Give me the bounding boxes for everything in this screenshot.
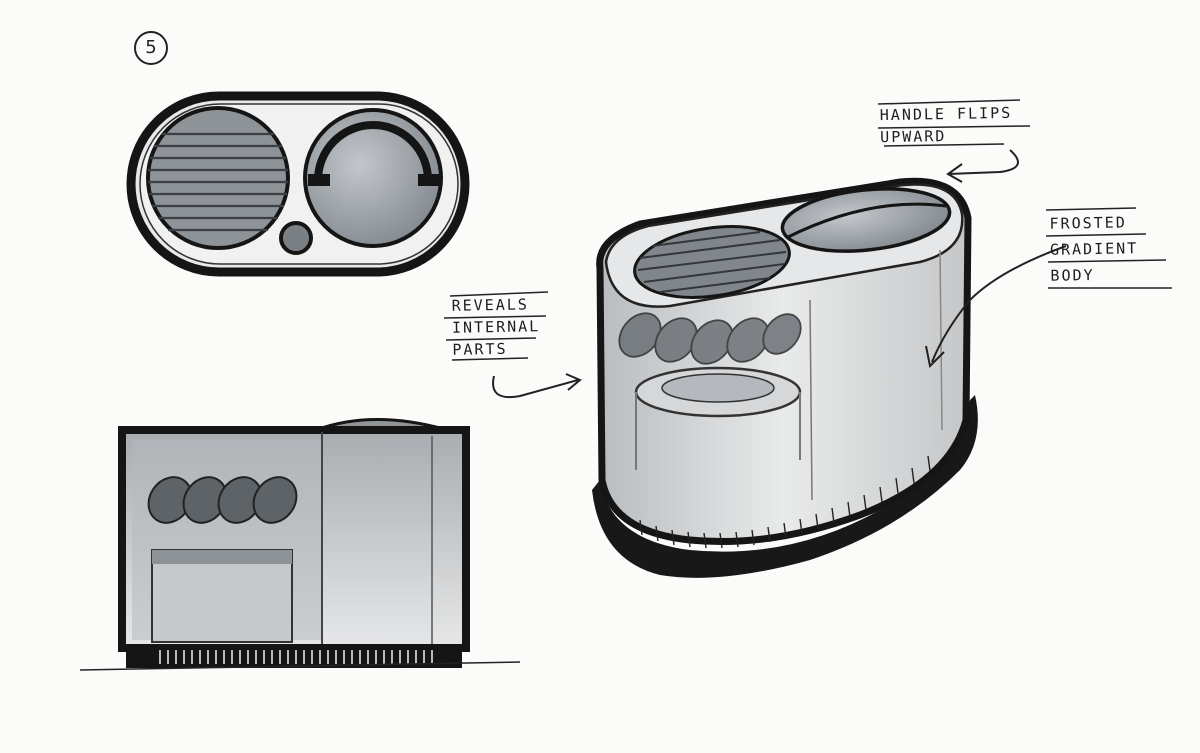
annotation-handle-line2: UPWARD xyxy=(880,126,947,147)
front-view-coil xyxy=(147,476,298,524)
perspective-coil xyxy=(618,312,802,365)
top-view-handle xyxy=(314,121,432,181)
grille-lines xyxy=(148,132,288,232)
step-number: 5 xyxy=(145,37,157,58)
arrow-frosted xyxy=(925,245,1067,369)
perspective-view xyxy=(592,177,978,578)
top-view-grille xyxy=(146,106,290,250)
top-view-lid xyxy=(303,108,443,248)
ground-line xyxy=(79,661,521,671)
annotation-frosted-line3: BODY xyxy=(1050,265,1095,285)
front-view xyxy=(79,418,521,671)
annotation-reveals-internal: REVEALS INTERNAL PARTS xyxy=(451,293,540,361)
arrow-handle xyxy=(946,149,1019,183)
annotation-reveals-line2: INTERNAL xyxy=(451,317,541,337)
annotation-reveals-lines xyxy=(443,291,549,361)
arrow-reveals xyxy=(492,373,582,398)
annotation-reveals-line1: REVEALS xyxy=(451,295,529,315)
step-circle xyxy=(134,31,168,65)
annotation-frosted-line1: FROSTED xyxy=(1049,213,1127,233)
annotation-reveals-line3: PARTS xyxy=(452,339,508,359)
annotation-frosted-line2: GRADIENT xyxy=(1049,239,1139,259)
annotation-handle-line1: HANDLE FLIPS xyxy=(879,103,1013,125)
perspective-base xyxy=(592,395,978,578)
annotation-frosted-lines xyxy=(1045,207,1172,289)
annotation-frosted-gradient: FROSTED GRADIENT BODY xyxy=(1049,209,1139,289)
annotation-handle-lines xyxy=(877,99,1031,147)
top-view xyxy=(126,91,470,277)
front-view-chamber xyxy=(151,549,293,643)
perspective-handle xyxy=(785,202,947,240)
top-view-button xyxy=(279,221,313,255)
annotation-handle-flips: HANDLE FLIPS UPWARD xyxy=(880,102,1013,148)
